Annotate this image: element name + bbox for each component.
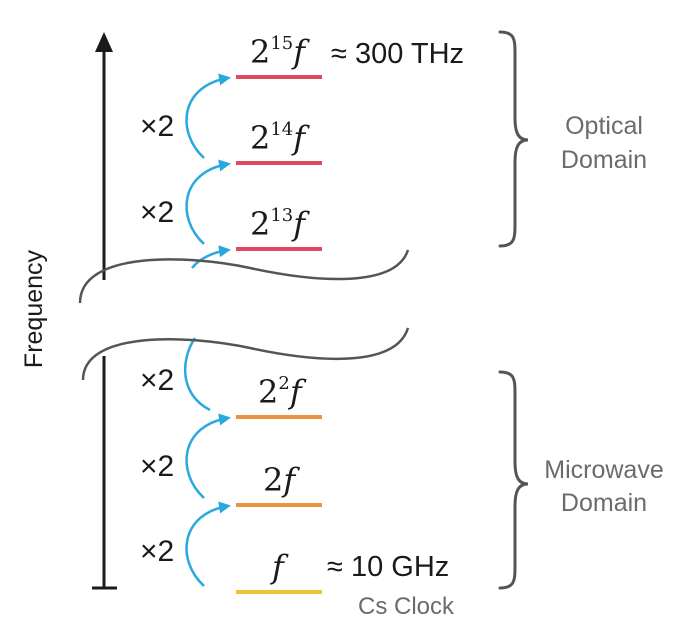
break-line-lower bbox=[81, 327, 410, 381]
axis-break bbox=[78, 249, 410, 381]
axis-label: Frequency bbox=[20, 249, 48, 368]
doubling-arrow-partial bbox=[183, 337, 211, 412]
domain-braces bbox=[498, 30, 529, 590]
microwave-brace bbox=[498, 370, 529, 590]
doubling-arrows-upper bbox=[185, 73, 231, 269]
note-10-ghz: ≈ 10 GHz bbox=[327, 551, 449, 583]
note-300-thz: ≈ 300 THz bbox=[331, 38, 464, 70]
level-label-2-14f: 214f bbox=[250, 119, 310, 157]
domain-labels: Optical Domain Microwave Domain bbox=[544, 112, 663, 517]
level-label-2-2f: 22f bbox=[258, 373, 307, 411]
level-lines bbox=[236, 75, 322, 594]
multiplier-label: ×2 bbox=[140, 110, 174, 143]
multiplier-label: ×2 bbox=[140, 196, 174, 229]
doubling-arrow bbox=[185, 413, 231, 499]
frequency-axis: Frequency bbox=[20, 32, 117, 590]
multiplier-label: ×2 bbox=[140, 364, 174, 397]
cs-clock-label: Cs Clock bbox=[358, 593, 455, 620]
doubling-arrow bbox=[185, 501, 231, 587]
axis-arrowhead bbox=[95, 32, 113, 52]
level-label-2f: 2f bbox=[263, 461, 300, 499]
level-label-2-13f: 213f bbox=[250, 205, 310, 243]
optical-domain-line1: Optical bbox=[565, 112, 643, 140]
doubling-arrow-partial bbox=[191, 245, 231, 269]
optical-brace bbox=[498, 30, 529, 248]
multiplier-label: ×2 bbox=[140, 535, 174, 568]
multiplier-labels: ×2 ×2 ×2 ×2 ×2 bbox=[140, 110, 174, 568]
microwave-domain-line1: Microwave bbox=[544, 456, 663, 484]
doubling-arrow bbox=[185, 159, 231, 245]
break-line-upper bbox=[78, 249, 410, 304]
doubling-arrows-lower bbox=[183, 337, 231, 587]
optical-domain-line2: Domain bbox=[561, 146, 647, 174]
microwave-domain-line2: Domain bbox=[561, 489, 647, 517]
level-label-f: f bbox=[270, 548, 289, 586]
doubling-arrow bbox=[185, 73, 231, 159]
multiplier-label: ×2 bbox=[140, 450, 174, 483]
level-label-2-15f: 215f bbox=[250, 33, 310, 71]
level-notes: ≈ 300 THz ≈ 10 GHz bbox=[327, 38, 464, 583]
